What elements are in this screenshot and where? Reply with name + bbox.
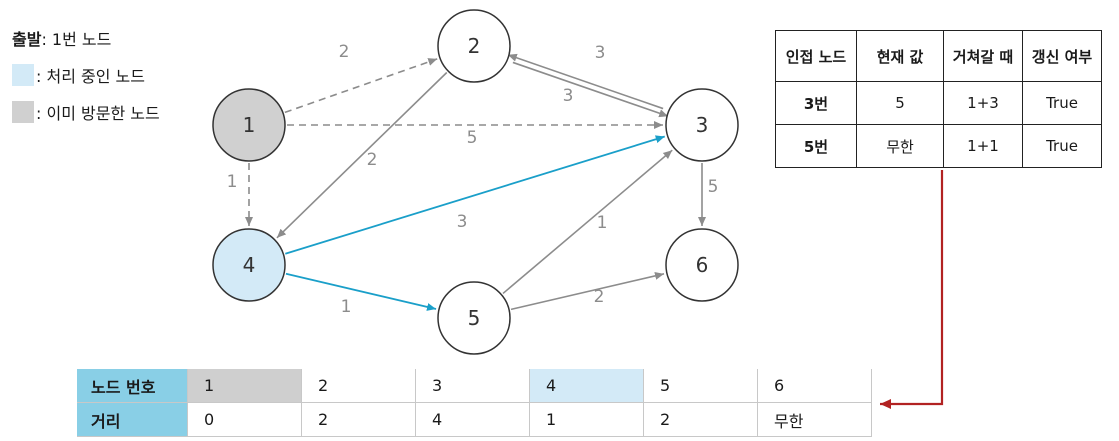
node-number-cell: 4 <box>529 369 644 403</box>
update-table-row: 5번 무한 1+1 True <box>775 124 1102 168</box>
edge-weight-label: 1 <box>341 297 352 317</box>
node-number-header: 노드 번호 <box>77 369 188 403</box>
edge-4-to-5 <box>285 272 437 311</box>
update-header-current: 현재 값 <box>856 30 944 82</box>
update-header-adjacent: 인접 노드 <box>775 30 857 82</box>
distance-cell: 0 <box>187 402 302 437</box>
distance-header: 거리 <box>77 402 188 437</box>
edge-weight-label: 2 <box>367 150 378 170</box>
pointer-arrow <box>880 170 944 409</box>
legend-start-label: 출발 <box>12 30 42 49</box>
update-table: 인접 노드 현재 값 거쳐갈 때 갱신 여부 3번 5 1+3 True 5번 … <box>775 30 1102 168</box>
node-label: 3 <box>696 113 709 137</box>
distance-cell: 1 <box>529 402 644 437</box>
node-number-cell: 5 <box>643 369 758 403</box>
legend-processing-label: : 처리 중인 노드 <box>36 67 145 86</box>
update-cell-via: 1+1 <box>943 124 1023 168</box>
edge-4-to-3 <box>285 135 666 255</box>
distance-cell: 무한 <box>757 402 872 437</box>
edge-weight-label: 1 <box>597 213 608 233</box>
update-header-via: 거쳐갈 때 <box>943 30 1023 82</box>
update-table-header-row: 인접 노드 현재 값 거쳐갈 때 갱신 여부 <box>775 30 1102 82</box>
legend-visited: : 이미 방문한 노드 <box>12 100 160 124</box>
node-label: 5 <box>468 306 481 330</box>
edge-5-to-3 <box>502 149 673 295</box>
node-2 <box>437 9 511 83</box>
update-cell-updated: True <box>1022 124 1102 168</box>
legend-visited-label: : 이미 방문한 노드 <box>36 104 160 123</box>
distance-cell: 4 <box>415 402 530 437</box>
visited-swatch <box>12 101 34 123</box>
edge-weight-label: 2 <box>594 287 605 307</box>
edge-weight-label: 2 <box>339 42 350 62</box>
update-cell-via: 1+3 <box>943 81 1023 125</box>
node-6 <box>665 228 739 302</box>
edge-weight-label: 5 <box>708 177 719 197</box>
edge-weight-label: 5 <box>467 128 478 148</box>
edge-weight-label: 1 <box>227 172 238 192</box>
node-label: 1 <box>243 113 256 137</box>
edges-layer: 2 5 1 3 3 2 5 3 1 1 2 <box>227 42 719 317</box>
node-number-cell: 2 <box>301 369 416 403</box>
edge-2-to-3 <box>512 61 669 118</box>
node-1 <box>212 88 286 162</box>
edge-3-to-2 <box>507 53 664 110</box>
node-label: 6 <box>696 253 709 277</box>
update-table-row: 3번 5 1+3 True <box>775 81 1102 125</box>
node-number-cell: 1 <box>187 369 302 403</box>
legend-start-value: : 1번 노드 <box>41 30 112 49</box>
edge-2-to-4 <box>276 71 448 239</box>
nodes-layer: 1 2 3 4 5 6 <box>212 9 739 355</box>
edge-1-to-2 <box>284 58 438 114</box>
processing-swatch <box>12 64 34 86</box>
distance-table-distance-row: 거리 0 2 4 1 2 무한 <box>77 402 872 437</box>
edge-weight-label: 3 <box>595 43 606 63</box>
edge-5-to-6 <box>510 271 665 311</box>
legend-processing: : 처리 중인 노드 <box>12 63 160 87</box>
update-cell-current: 5 <box>856 81 944 125</box>
update-header-updated: 갱신 여부 <box>1022 30 1102 82</box>
node-label: 4 <box>243 253 256 277</box>
legend-start: 출발 : 1번 노드 <box>12 26 160 50</box>
distance-table-node-row: 노드 번호 1 2 3 4 5 6 <box>77 369 872 403</box>
edge-weight-label: 3 <box>457 212 468 232</box>
legend: 출발 : 1번 노드 : 처리 중인 노드 : 이미 방문한 노드 <box>12 26 160 137</box>
update-cell-node: 5번 <box>775 124 857 168</box>
distance-table: 노드 번호 1 2 3 4 5 6 거리 0 2 4 1 2 무한 <box>77 369 872 437</box>
distance-cell: 2 <box>643 402 758 437</box>
node-3 <box>665 88 739 162</box>
node-4 <box>212 228 286 302</box>
update-cell-updated: True <box>1022 81 1102 125</box>
node-5 <box>437 281 511 355</box>
edge-weight-label: 3 <box>563 86 574 106</box>
update-cell-current: 무한 <box>856 124 944 168</box>
node-label: 2 <box>468 34 481 58</box>
node-number-cell: 6 <box>757 369 872 403</box>
node-number-cell: 3 <box>415 369 530 403</box>
update-cell-node: 3번 <box>775 81 857 125</box>
distance-cell: 2 <box>301 402 416 437</box>
